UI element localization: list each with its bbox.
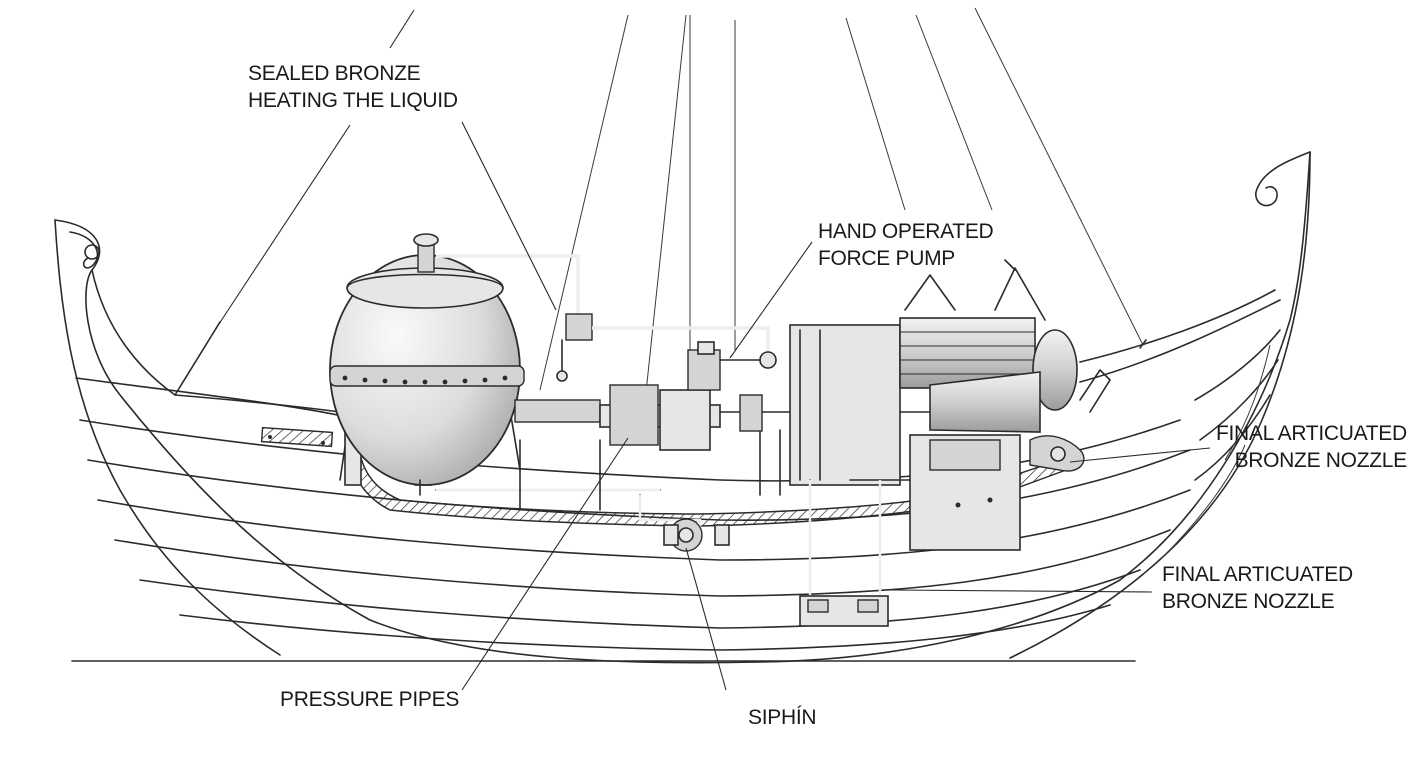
bronze-vessel bbox=[329, 233, 770, 496]
label-pressure-pipes-text: PRESSURE PIPES bbox=[280, 688, 460, 711]
rigging bbox=[539, 7, 1144, 431]
label-bronze-vessel: SEALED BRONZE HEATING THE LIQUID bbox=[248, 60, 458, 114]
label-force-pump-line2: FORCE PUMP bbox=[818, 247, 956, 270]
label-bronze-vessel-line1: SEALED BRONZE bbox=[248, 62, 421, 85]
label-nozzle-upper-line2: BRONZE NOZZLE bbox=[1234, 449, 1408, 472]
force-pump bbox=[514, 259, 1078, 551]
hull bbox=[54, 151, 1311, 664]
label-pressure-pipes: PRESSURE PIPES bbox=[280, 686, 459, 713]
label-force-pump-line1: HAND OPERATED bbox=[818, 220, 994, 243]
leader-lines bbox=[214, 9, 1211, 691]
label-siphon-text: SIPHÍN bbox=[748, 706, 817, 729]
rivets bbox=[342, 375, 508, 385]
label-nozzle-lower-line2: BRONZE NOZZLE bbox=[1162, 590, 1335, 613]
label-nozzle-lower: FINAL ARTICUATED BRONZE NOZZLE bbox=[1162, 561, 1353, 615]
pressure-pipes bbox=[638, 479, 911, 627]
label-nozzle-lower-line1: FINAL ARTICUATED bbox=[1162, 563, 1353, 586]
label-nozzle-upper-line1: FINAL ARTICUATED bbox=[1216, 422, 1407, 445]
label-bronze-vessel-line2: HEATING THE LIQUID bbox=[248, 89, 458, 112]
label-force-pump: HAND OPERATED FORCE PUMP bbox=[818, 218, 994, 272]
label-nozzle-upper: FINAL ARTICUATED BRONZE NOZZLE bbox=[1216, 420, 1407, 474]
label-siphon: SIPHÍN bbox=[748, 704, 817, 731]
cylinder-ribs bbox=[900, 331, 1035, 375]
